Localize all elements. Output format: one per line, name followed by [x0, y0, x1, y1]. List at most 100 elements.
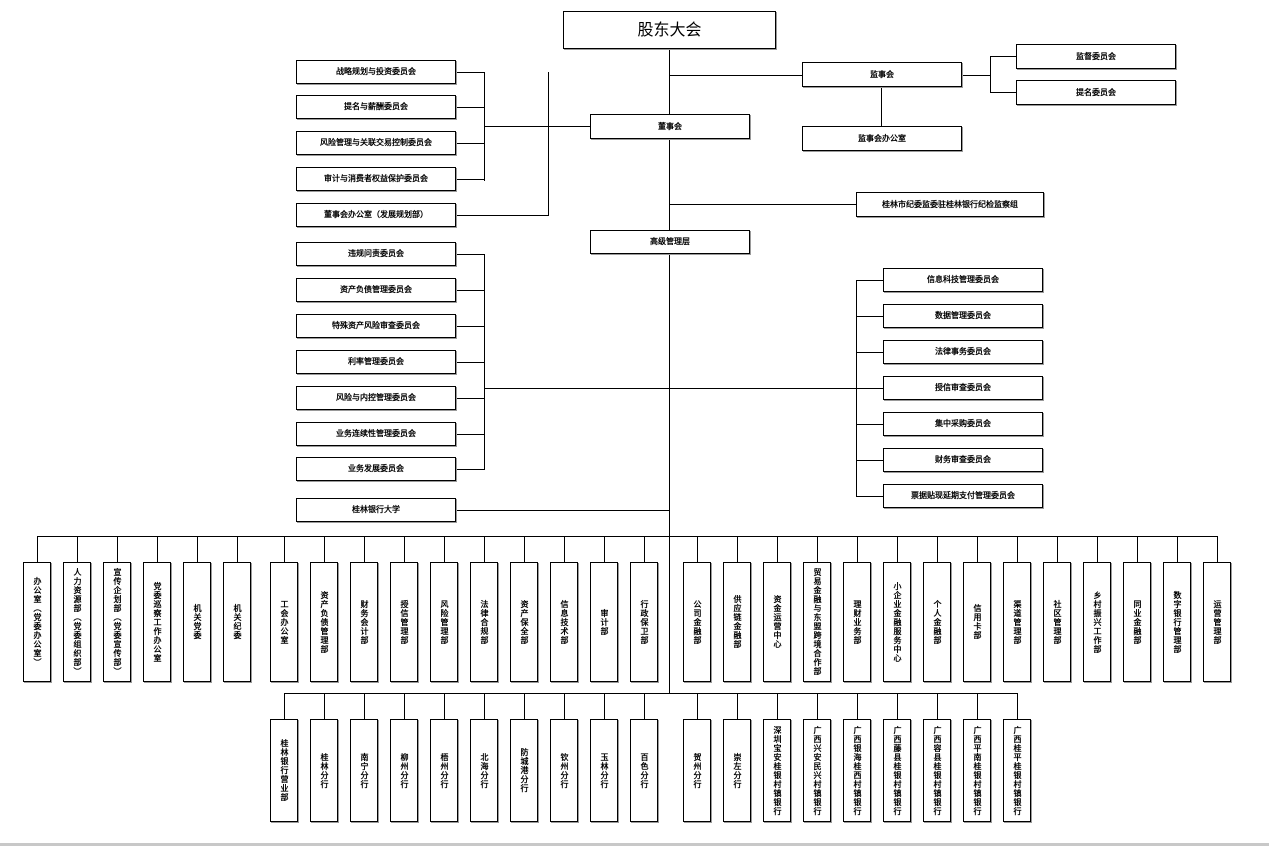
connector-line	[856, 352, 884, 353]
department-box: 同业金融部	[1123, 562, 1151, 682]
management-committee-box: 风险与内控管理委员会	[296, 386, 456, 410]
department-box: 风险管理部	[430, 562, 458, 682]
board-committee-label: 风险管理与关联交易控制委员会	[320, 138, 432, 147]
connector-line	[857, 693, 858, 720]
department-label: 资产负债管理部	[320, 590, 329, 654]
connector-line	[897, 693, 898, 720]
management-committee-box: 信息科技管理委员会	[883, 268, 1043, 292]
management-committee-box: 特殊资产风险审查委员会	[296, 314, 456, 338]
board-committee-label: 战略规划与投资委员会	[336, 67, 416, 76]
department-label: 信息技术部	[560, 599, 569, 645]
branch-label: 广西桂平桂银村镇银行	[1013, 725, 1022, 816]
department-box: 信用卡部	[963, 562, 991, 682]
shareholders-meeting-box: 股东大会	[563, 11, 776, 49]
department-box: 资金运营中心	[763, 562, 791, 682]
department-box: 财务会计部	[350, 562, 378, 682]
department-box: 供应链金融部	[723, 562, 751, 682]
management-committee-box: 违规问责委员会	[296, 242, 456, 266]
department-box: 行政保卫部	[630, 562, 658, 682]
branch-label: 崇左分行	[733, 752, 742, 789]
board-committee-box: 风险管理与关联交易控制委员会	[296, 131, 456, 155]
branch-label: 防城港分行	[520, 748, 529, 793]
department-label: 人力资源部（党委组织部）	[73, 568, 82, 676]
connector-line	[456, 254, 485, 255]
department-box: 数字银行管理部	[1163, 562, 1191, 682]
connector-line	[456, 469, 485, 470]
branch-box: 桂林银行营业部	[270, 719, 298, 822]
management-committee-label: 特殊资产风险审查委员会	[332, 321, 420, 330]
connector-line	[77, 536, 78, 563]
connector-line	[564, 536, 565, 563]
management-committee-label: 违规问责委员会	[348, 249, 404, 258]
department-label: 小企业金融服务中心	[893, 581, 902, 663]
connector-line	[484, 693, 485, 720]
discipline-group-label: 桂林市纪委监委驻桂林银行纪检监察组	[882, 199, 1018, 209]
department-label: 理财业务部	[853, 599, 862, 645]
branch-box: 深圳宝安桂银村镇银行	[763, 719, 791, 822]
department-label: 法律合规部	[480, 599, 489, 645]
connector-line	[817, 693, 818, 720]
connector-line	[777, 536, 778, 563]
branch-box: 柳州分行	[390, 719, 418, 822]
connector-line	[856, 460, 884, 461]
connector-line	[856, 496, 884, 497]
board-committee-box: 审计与消费者权益保护委员会	[296, 167, 456, 191]
branch-box: 广西藤县桂银村镇银行	[883, 719, 911, 822]
connector-line	[669, 388, 857, 389]
connector-line	[456, 434, 485, 435]
connector-line	[1217, 536, 1218, 563]
board-office-label: 董事会办公室（发展规划部）	[324, 210, 428, 219]
board-committee-box: 提名与薪酬委员会	[296, 95, 456, 119]
connector-line	[404, 693, 405, 720]
management-committee-label: 票据贴现延期支付管理委员会	[911, 491, 1015, 500]
department-box: 渠道管理部	[1003, 562, 1031, 682]
connector-line	[548, 72, 549, 216]
connector-line	[817, 536, 818, 563]
department-box: 运营管理部	[1203, 562, 1231, 682]
branch-box: 桂林分行	[310, 719, 338, 822]
department-label: 资产保全部	[520, 599, 529, 645]
shareholders-meeting-label: 股东大会	[637, 20, 702, 39]
connector-line	[524, 693, 525, 720]
management-committee-box: 资产负债管理委员会	[296, 278, 456, 302]
branch-label: 广西银海桂西村镇银行	[853, 725, 862, 816]
branch-box: 防城港分行	[510, 719, 538, 822]
board-committee-label: 提名与薪酬委员会	[344, 102, 408, 111]
department-box: 资产保全部	[510, 562, 538, 682]
connector-line	[857, 536, 858, 563]
branch-box: 梧州分行	[430, 719, 458, 822]
department-box: 机关党委	[183, 562, 211, 682]
department-label: 供应链金融部	[733, 595, 742, 649]
department-box: 法律合规部	[470, 562, 498, 682]
connector-line	[484, 536, 485, 563]
connector-line	[644, 693, 645, 720]
department-label: 运营管理部	[1213, 599, 1222, 645]
management-committee-label: 利率管理委员会	[348, 357, 404, 366]
connector-line	[364, 536, 365, 563]
connector-line	[548, 126, 591, 127]
department-box: 理财业务部	[843, 562, 871, 682]
connector-line	[284, 536, 285, 563]
university-label: 桂林银行大学	[352, 505, 400, 514]
connector-line	[856, 424, 884, 425]
supervisory-board-label: 监事会	[870, 69, 894, 79]
connector-line	[456, 107, 485, 108]
branch-label: 广西平南桂银村镇银行	[973, 725, 982, 816]
connector-line	[881, 87, 882, 127]
supervisory-committee-box: 监督委员会	[1016, 44, 1176, 69]
department-box: 公司金融部	[683, 562, 711, 682]
department-box: 乡村振兴工作部	[1083, 562, 1111, 682]
connector-line	[604, 536, 605, 563]
connector-line	[157, 536, 158, 563]
board-box: 董事会	[590, 114, 750, 139]
senior-management-box: 高级管理层	[590, 230, 750, 254]
branch-box: 玉林分行	[590, 719, 618, 822]
connector-line	[1017, 536, 1018, 563]
department-box: 机关纪委	[223, 562, 251, 682]
branch-box: 百色分行	[630, 719, 658, 822]
supervisory-committee-box: 提名委员会	[1016, 80, 1176, 105]
senior-management-label: 高级管理层	[650, 237, 690, 246]
connector-line	[37, 536, 1218, 537]
management-committee-box: 业务连续性管理委员会	[296, 422, 456, 446]
discipline-group-box: 桂林市纪委监委驻桂林银行纪检监察组	[856, 192, 1044, 217]
